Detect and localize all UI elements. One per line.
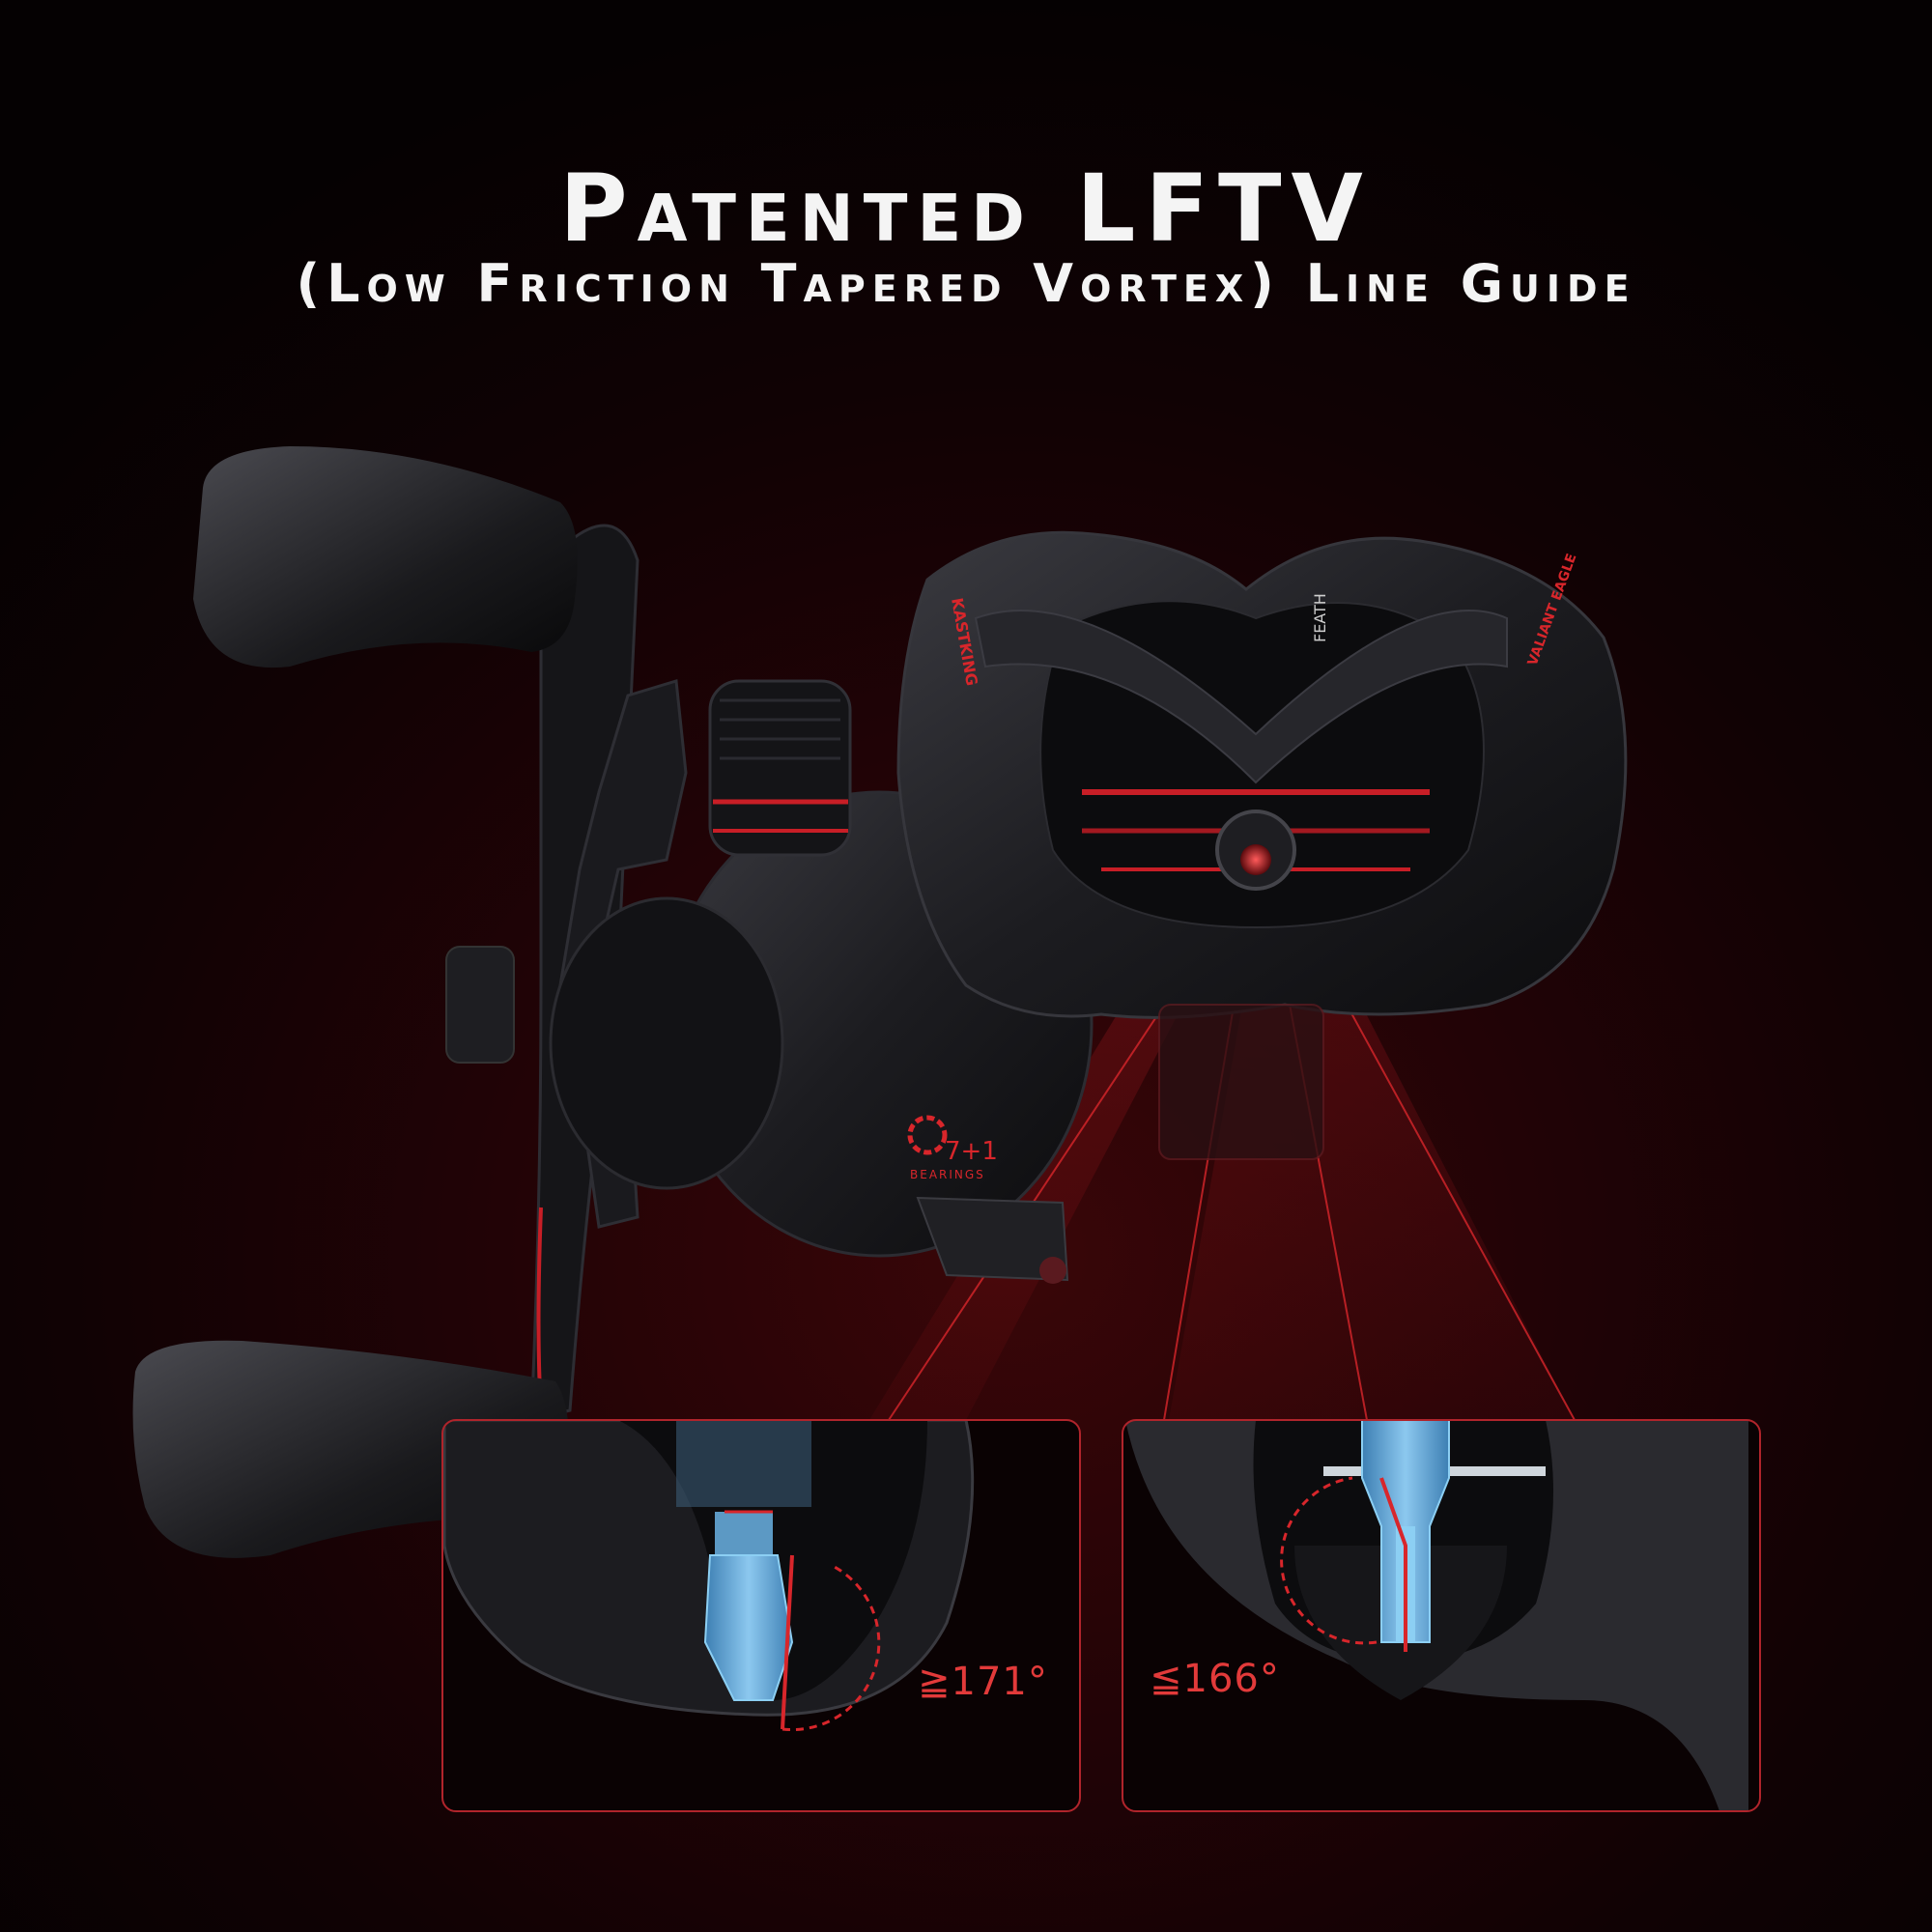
bearings-badge: 7+1 BEARINGS xyxy=(907,1115,998,1181)
page-subtitle: (Low Friction Tapered Vortex) Line Guide xyxy=(296,253,1636,314)
frame-label: FEATH xyxy=(1311,593,1329,642)
angle-label-left: ≧171° xyxy=(918,1660,1048,1704)
bearings-number: 7+1 xyxy=(945,1137,998,1166)
line-guide-blue-left xyxy=(703,1554,794,1701)
inset-left xyxy=(441,1419,1081,1812)
angle-label-right: ≦166° xyxy=(1150,1657,1280,1701)
handle-knob-top xyxy=(193,446,578,668)
bearings-icon xyxy=(907,1115,948,1155)
drag-knob xyxy=(708,679,852,857)
inset-right xyxy=(1122,1419,1761,1812)
page-title: Patented LFTV xyxy=(559,155,1373,263)
reel-foot xyxy=(1158,1004,1324,1160)
bearings-label: BEARINGS xyxy=(910,1168,985,1181)
